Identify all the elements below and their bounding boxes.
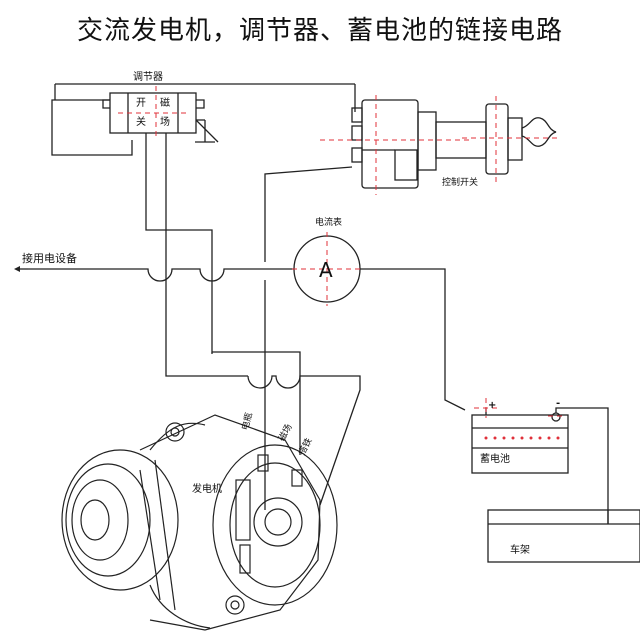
battery-minus: - [556, 398, 560, 409]
label-wire-field: 磁场 [276, 422, 295, 444]
wire-battery-ground [555, 407, 609, 524]
label-reg-magnet: 磁 [160, 96, 170, 109]
generator [61, 414, 338, 631]
wire-ground [319, 380, 361, 506]
vehicle-frame [487, 509, 640, 563]
battery-dots [484, 436, 560, 440]
label-reg-field: 场 [160, 115, 170, 128]
wire-regulator-field [165, 145, 248, 377]
regulator-ground [195, 119, 219, 143]
wire-regulator-loop [51, 99, 133, 156]
regulator-box [109, 92, 197, 134]
wire-switch-to-ammeter [264, 166, 353, 262]
wire-regulator-power [145, 145, 301, 440]
label-frame: 车架 [510, 543, 530, 556]
label-reg-open: 开 [136, 98, 146, 109]
label-regulator: 调节器 [133, 71, 163, 83]
guide-lines [118, 86, 564, 418]
label-wire-ground: 搭铁 [296, 436, 315, 458]
wire-ammeter-to-battery [360, 268, 466, 411]
wire-load-bus [28, 268, 294, 282]
load-arrow-icon [14, 266, 20, 272]
ammeter-symbol: A [319, 258, 333, 282]
label-battery: 蓄电池 [480, 452, 510, 465]
label-reg-close: 关 [136, 115, 146, 128]
control-switch [351, 99, 557, 189]
label-load: 接用电设备 [22, 251, 77, 265]
label-ammeter: 电流表 [315, 216, 342, 228]
label-generator: 发电机 [192, 482, 222, 495]
label-control-switch: 控制开关 [442, 176, 478, 188]
page-title: 交流发电机，调节器、蓄电池的链接电路 [76, 16, 563, 46]
battery-plus: + [488, 400, 496, 411]
